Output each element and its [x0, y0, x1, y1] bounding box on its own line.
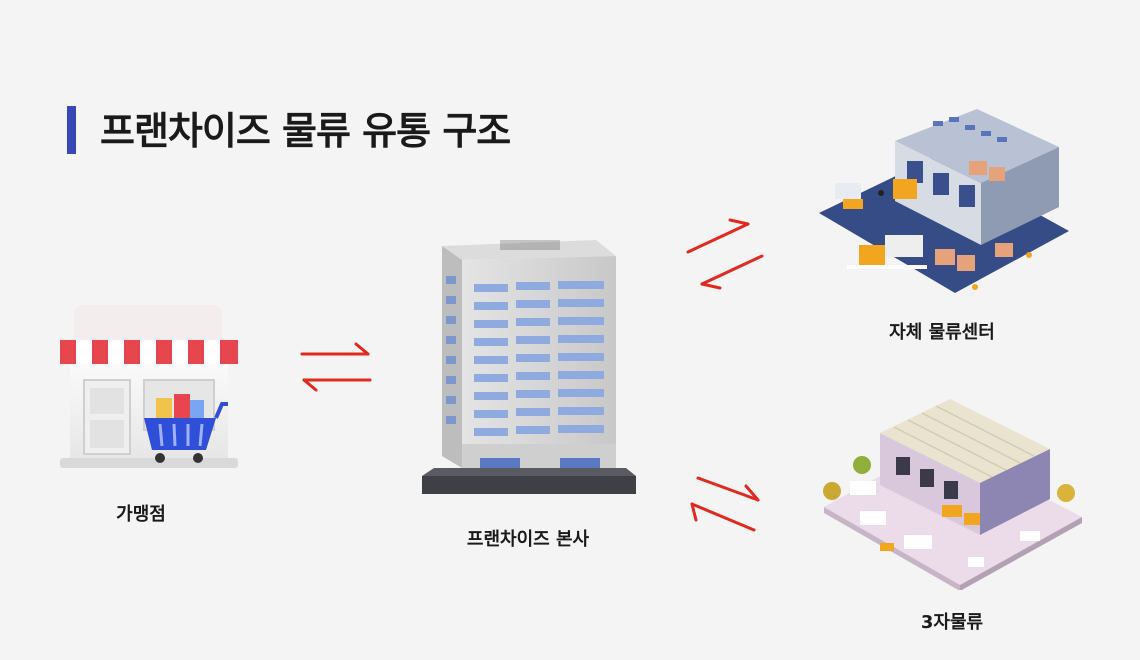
third-party-label: 3자물류	[920, 612, 984, 633]
store-node	[56, 300, 246, 475]
hq-label: 프랜차이즈 본사	[466, 529, 590, 550]
store-label: 가맹점	[116, 504, 166, 525]
title-accent-bar	[67, 106, 76, 154]
store-hq-arrow-icon	[300, 342, 372, 392]
third-party-node	[820, 395, 1085, 590]
logistics-complex-icon	[823, 399, 1082, 590]
page-title: 프랜차이즈 물류 유통 구조	[100, 109, 511, 153]
hq-own-center-arrow-icon	[686, 218, 764, 290]
warehouse-with-trucks-icon	[819, 109, 1069, 293]
own-center-label: 자체 물류센터	[889, 322, 995, 343]
office-building-icon	[422, 240, 636, 494]
hq-node	[420, 236, 640, 501]
hq-third-party-arrow-icon	[690, 476, 760, 532]
store-with-cart-icon	[60, 305, 238, 468]
own-center-node	[815, 105, 1075, 305]
